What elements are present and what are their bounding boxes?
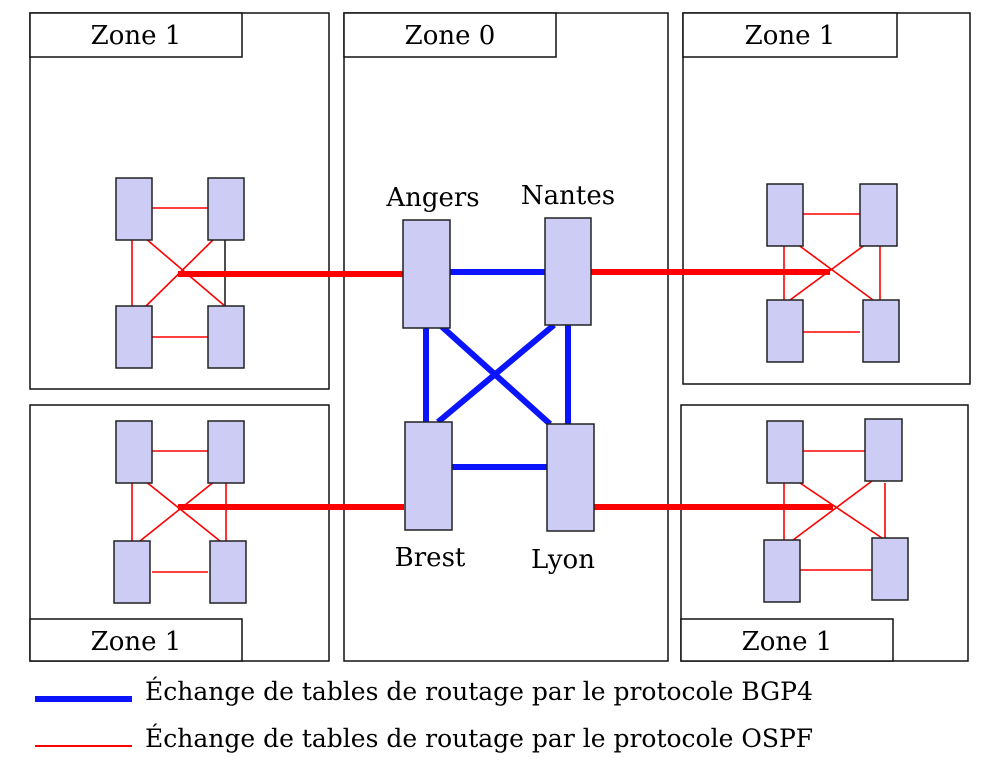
bgp-links	[423, 269, 571, 470]
zone-top-right-box	[682, 12, 971, 385]
router-angers-label: Angers	[385, 183, 479, 213]
router	[859, 183, 898, 247]
router	[862, 299, 900, 363]
ospf-backbone-links	[178, 269, 833, 510]
router	[115, 420, 153, 484]
router	[207, 305, 245, 369]
router-brest-label: Brest	[395, 543, 466, 573]
routers-bottom-right	[763, 418, 909, 603]
routers-top-left	[115, 177, 245, 369]
zone-top-left-box	[29, 12, 330, 390]
zone-bottom-left-label: Zone 1	[91, 627, 182, 657]
router	[766, 299, 804, 363]
zone-bottom-left-tab	[29, 618, 243, 662]
router	[864, 418, 903, 482]
zone-top-left-tab	[29, 12, 243, 58]
router-angers	[402, 219, 451, 329]
zone-center-box	[343, 12, 669, 662]
router	[115, 305, 153, 369]
router	[766, 420, 804, 484]
router	[766, 183, 804, 247]
zone-bottom-right-tab	[680, 618, 894, 662]
router	[763, 539, 801, 603]
router-lyon-label: Lyon	[531, 545, 595, 575]
zone-center-label: Zone 0	[405, 21, 496, 51]
zone-top-left-label: Zone 1	[91, 21, 182, 51]
legend-ospf-text: Échange de tables de routage par le prot…	[145, 724, 813, 753]
routers-top-right	[766, 183, 900, 363]
router-nantes-label: Nantes	[521, 181, 615, 211]
router	[113, 540, 151, 604]
router	[207, 420, 245, 484]
router	[207, 177, 245, 241]
router-nantes	[544, 217, 592, 326]
zone-top-right-tab	[682, 12, 898, 58]
routers-bottom-left	[113, 420, 247, 604]
router-lyon	[546, 423, 595, 532]
zone-center-tab	[343, 12, 557, 58]
zone-top-right-label: Zone 1	[745, 21, 836, 51]
legend-bgp-text: Échange de tables de routage par le prot…	[145, 677, 813, 706]
zone-bottom-right-label: Zone 1	[742, 627, 833, 657]
router	[115, 177, 153, 241]
router-brest	[404, 421, 453, 531]
router	[209, 540, 247, 604]
router	[871, 537, 909, 601]
